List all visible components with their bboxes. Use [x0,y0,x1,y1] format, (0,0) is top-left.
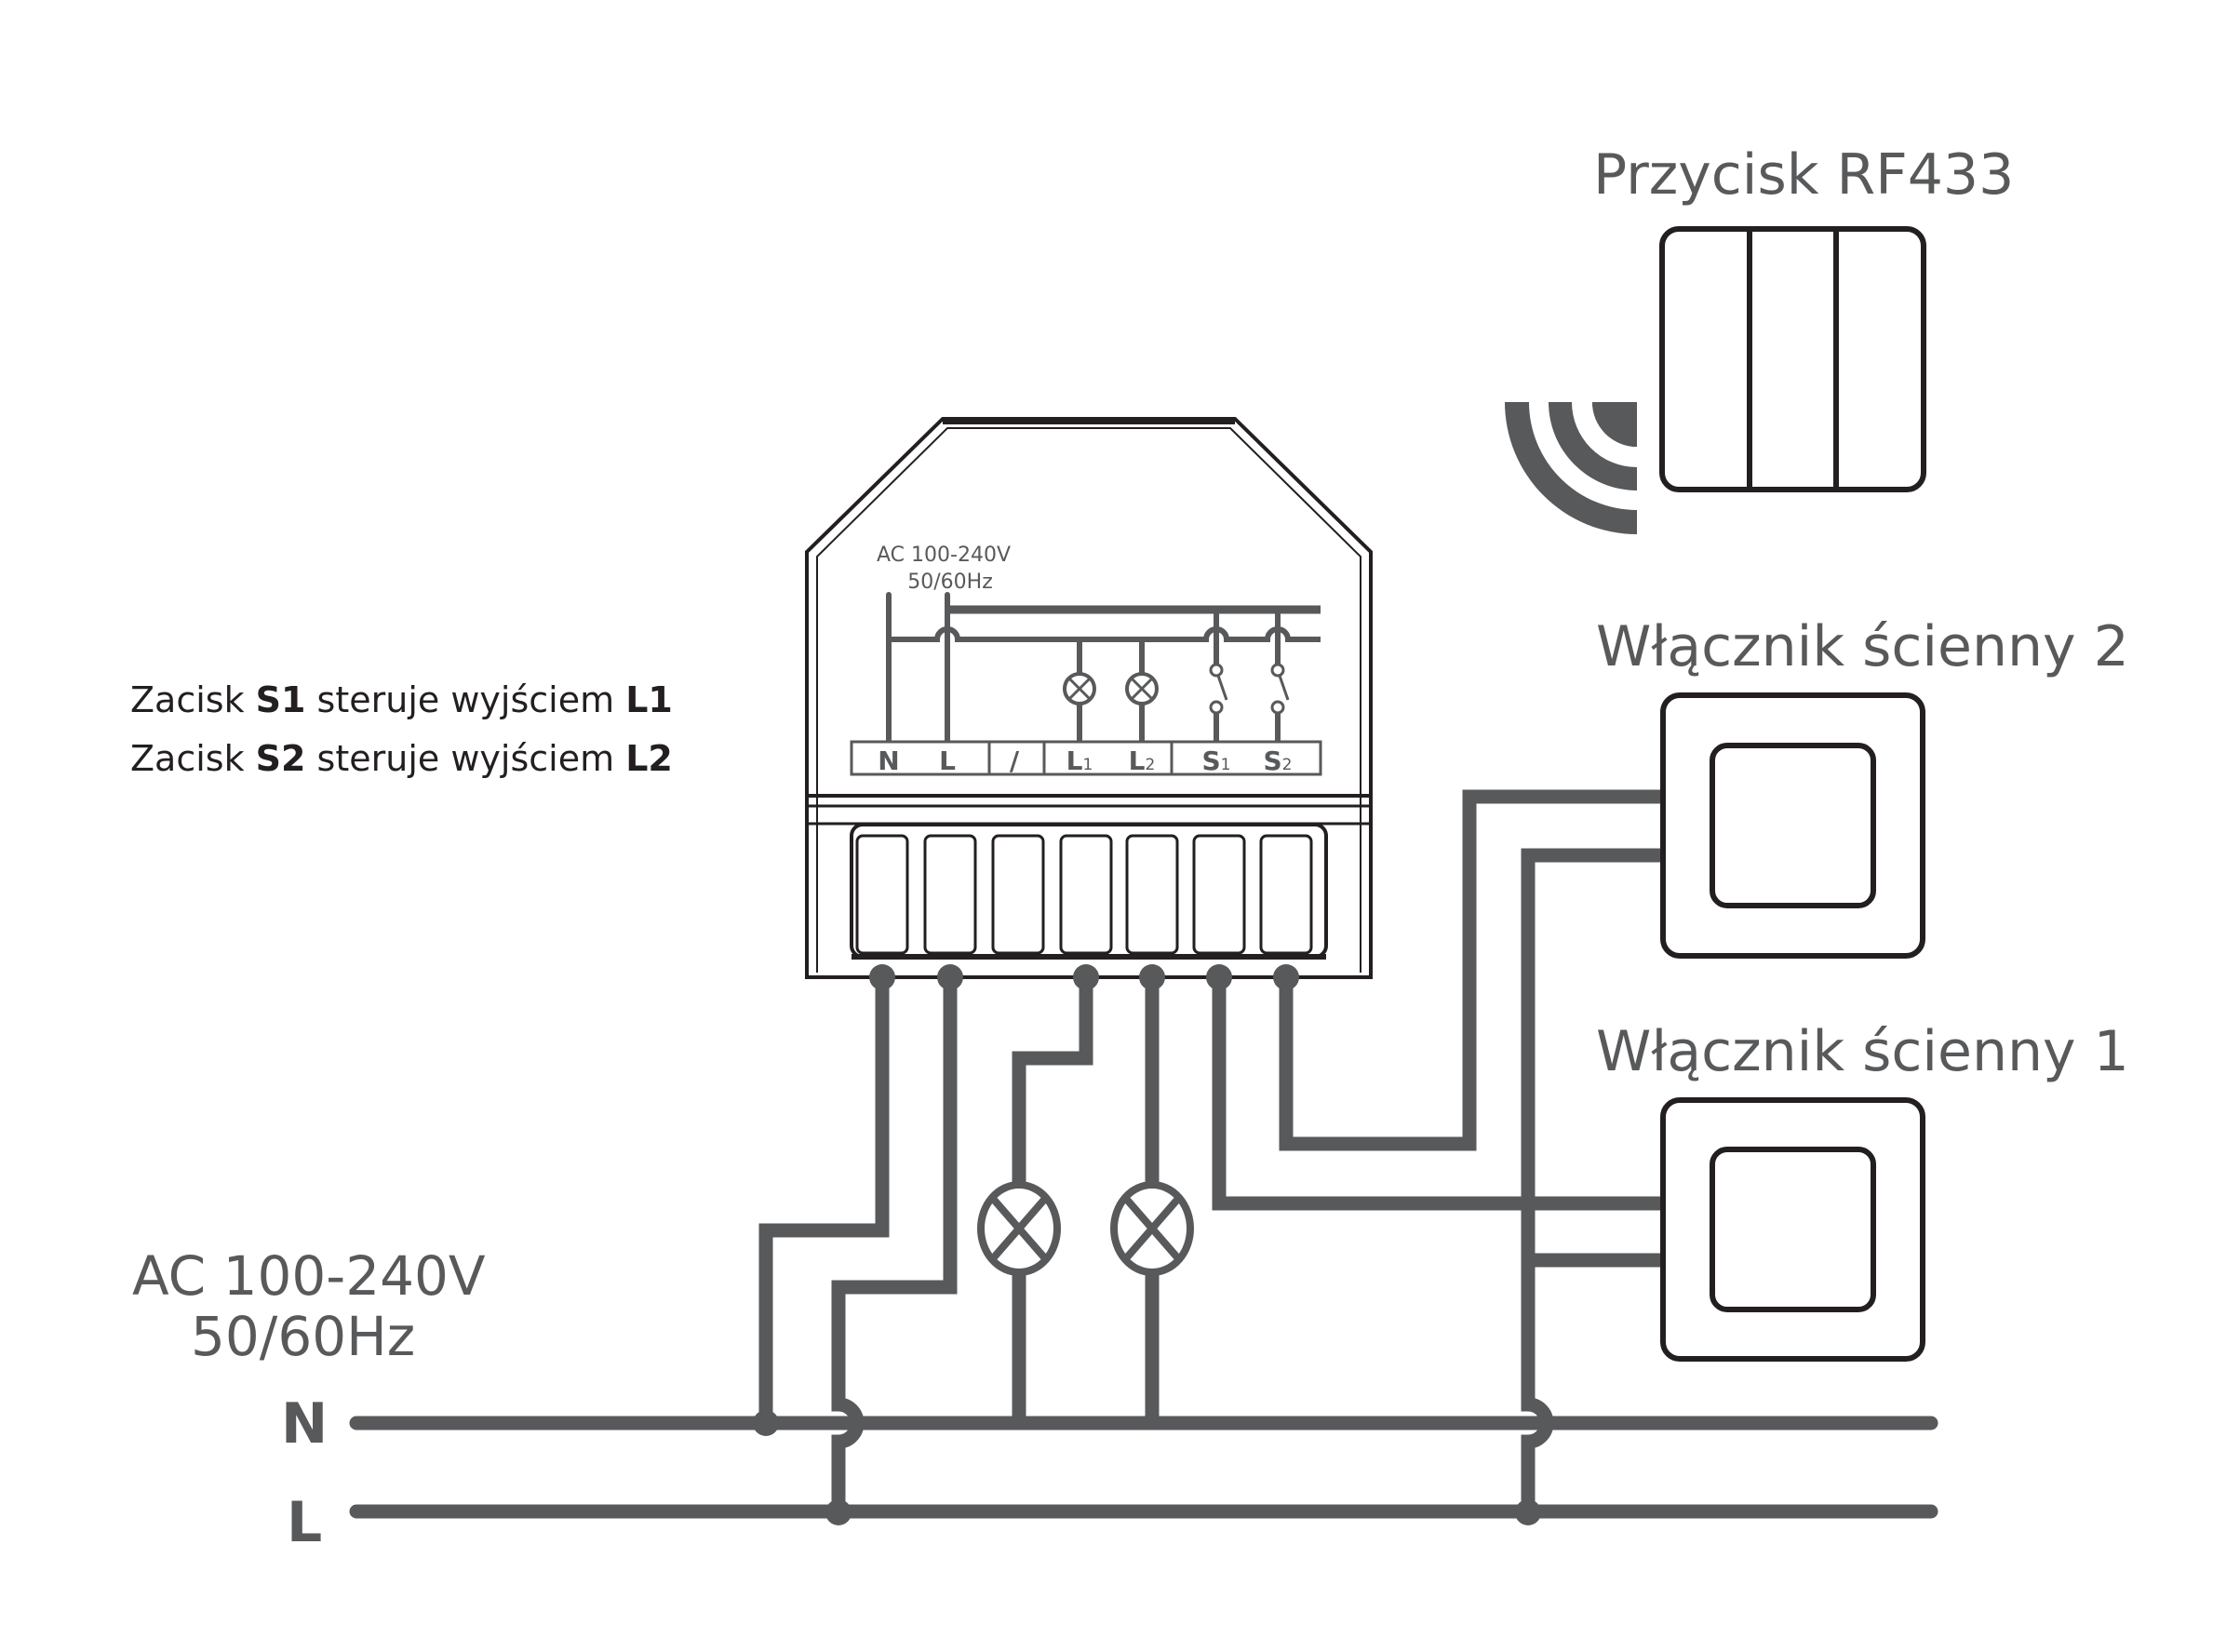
terminal-screw-dot [1139,964,1165,990]
wall-switch-1 [1660,1097,1925,1362]
terminal-screw-dot [1206,964,1232,990]
legend-2-middle: steruje wyjściem [305,738,625,779]
wire-output-l1 [1012,970,1093,1191]
terminal-label: L1 [1066,745,1093,776]
legend-2-output: L2 [625,738,673,779]
legend-1-terminal: S1 [256,679,306,720]
schematic-switch-1-contact-bottom [1209,700,1224,715]
junction-neutral [753,1410,779,1436]
wire-s2-to-switch-2 [1279,789,1670,1151]
wall-switch-2-rocker [1710,743,1876,908]
wire-live-feed [831,970,958,1519]
schematic-switch-2-lever [1278,675,1290,701]
junction-live-module [825,1499,852,1525]
terminal-label: L2 [1129,745,1156,776]
terminal-dots [869,964,1299,990]
schematic-switch-1-lever [1216,675,1228,701]
junction-live-switches [1515,1499,1541,1525]
rf-button [1659,226,1926,492]
wire-live-to-switches [1521,848,1670,1519]
terminal-label: S2 [1264,745,1293,776]
wall-switch-2-label: Włącznik ścienny 2 [1596,614,2129,679]
terminal-label: S1 [1202,745,1231,776]
wire-s1-to-switch-1 [1212,970,1670,1211]
radio-wave-icon [1505,402,1637,534]
schematic-lamp-2-cross [1130,677,1154,701]
wall-switch-1-rocker [1710,1147,1876,1312]
legend-2-terminal: S2 [256,738,306,779]
terminal-label: N [878,745,899,776]
module-voltage-label: AC 100-240V [877,544,1011,567]
module-inner-edge [816,427,1361,973]
terminal-screw-dot [937,964,963,990]
rf-button-label: Przycisk RF433 [1593,142,2014,208]
schematic-lamp-1-cross [1067,677,1092,701]
terminal-slot [1059,834,1113,955]
supply-voltage-label: AC 100-240V [132,1244,486,1308]
module-schematic: N L / L1 L2 S1 S2 [850,592,1322,776]
terminal-slot [923,834,977,955]
legend-1-middle: steruje wyjściem [305,679,625,720]
legend-line-1: Zacisk S1 steruje wyjściem L1 [130,679,673,720]
terminal-slot [1259,834,1313,955]
terminal-label-strip [850,740,1322,776]
legend-line-2: Zacisk S2 steruje wyjściem L2 [130,738,673,779]
terminal-screw-dot [1273,964,1299,990]
terminal-slots [855,834,1313,955]
terminal-slot [1125,834,1179,955]
wall-switch-1-label: Włącznik ścienny 1 [1596,1019,2129,1084]
schematic-switch-2-contact-top [1270,663,1285,678]
terminal-slot [1192,834,1246,955]
supply-frequency-label: 50/60Hz [191,1305,415,1368]
terminal-screw-dot [869,964,895,990]
legend-1-output: L1 [625,679,673,720]
terminal-label: / [1010,745,1020,776]
lamp-1-icon [977,1181,1061,1276]
line-label: L [287,1490,322,1555]
wire-neutral-feed [758,970,890,1430]
terminal-slot [855,834,909,955]
legend-1-prefix: Zacisk [130,679,256,720]
terminal-label: L [939,745,956,776]
lamp-2-icon [1110,1181,1194,1276]
schematic-switch-2-contact-bottom [1270,700,1285,715]
terminal-labels: N L / L1 L2 S1 S2 [878,745,1292,776]
module-frequency-label: 50/60Hz [907,571,993,594]
wall-switch-2 [1660,692,1925,959]
terminal-screw-dot [1073,964,1099,990]
relay-module: AC 100-240V 50/60Hz [805,417,1373,979]
schematic-switch-1-contact-top [1209,663,1224,678]
neutral-label: N [281,1391,328,1457]
terminal-slot [991,834,1045,955]
legend-2-prefix: Zacisk [130,738,256,779]
rf-button-frame [1659,226,1926,492]
